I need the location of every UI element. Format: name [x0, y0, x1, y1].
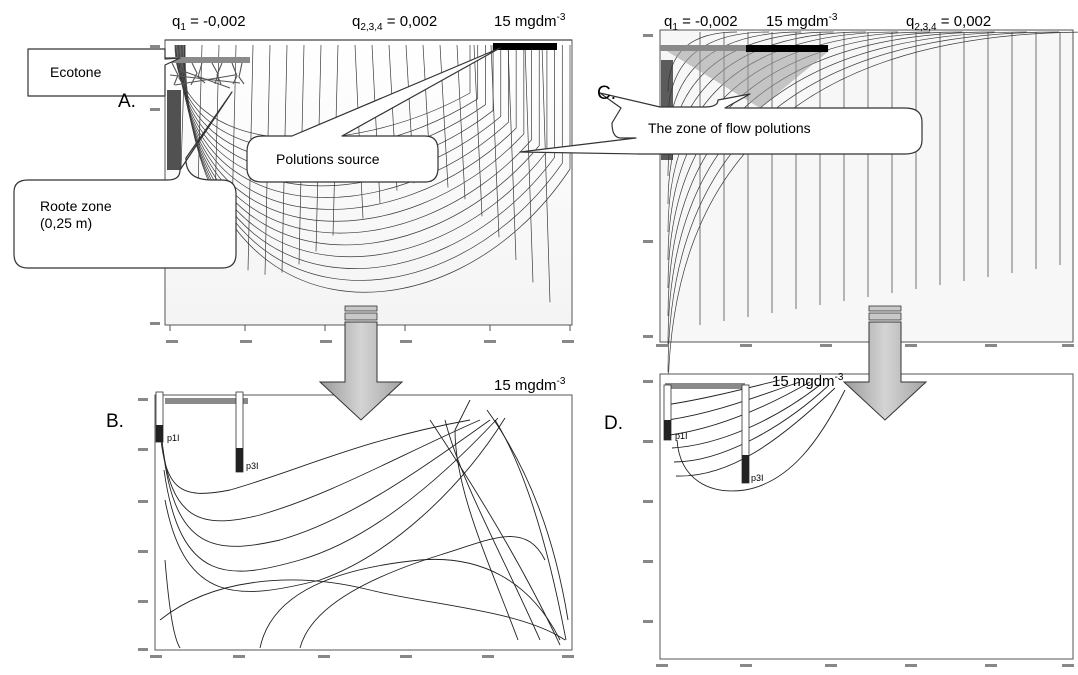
panel-a-flow-net [150, 39, 574, 343]
q-value: = 0,002 [382, 13, 438, 30]
pollution-source-bar-c [746, 45, 828, 52]
well-label-p3-d: p3I [751, 473, 764, 483]
ecotone-bar-b [165, 398, 248, 404]
ecotone-bar-c [660, 45, 748, 51]
source-label-c: 15 mgdm-3 [766, 12, 838, 30]
equipotential [524, 44, 534, 283]
pollution-source-callout-text: Polutions source [276, 151, 380, 167]
streamline [181, 44, 540, 246]
down-arrow-left [318, 305, 404, 421]
q-symbol: q [906, 13, 915, 30]
ecotone-callout-bubble [27, 48, 181, 97]
ecotone-bar-a [165, 57, 250, 63]
q-subscript: 2,3,4 [360, 22, 383, 33]
q-subscript: 2,3,4 [914, 22, 937, 33]
root-zone-line-1: Roote zone [40, 198, 112, 214]
root-zone-line-2: (0,25 m) [40, 215, 93, 231]
well-label-p3-b: p3I [246, 461, 259, 471]
ecotone-callout-text: Ecotone [50, 64, 102, 80]
equipotential [507, 44, 517, 261]
panel-letter-a: A. [118, 91, 136, 112]
panel-letter-d: D. [604, 413, 623, 434]
equipotential [490, 44, 500, 238]
source-value: 15 mgdm [494, 13, 557, 30]
panel-d-isolines [664, 379, 846, 492]
source-label-b: 15 mgdm-3 [494, 376, 566, 394]
down-arrow-right [842, 305, 928, 421]
source-value: 15 mgdm [494, 377, 557, 394]
source-value: 15 mgdm [766, 13, 829, 30]
panel-b-concentration-plot [138, 394, 574, 658]
well-p3-b [235, 391, 244, 473]
well-label-p1-b: p1I [167, 433, 180, 443]
root-zone-callout-text: Roote zone (0,25 m) [40, 198, 112, 232]
source-exponent: -3 [556, 12, 566, 23]
source-label-a: 15 mgdm-3 [494, 12, 566, 30]
equipotential [439, 44, 449, 188]
panel-letter-c: C. [597, 83, 616, 104]
q-subscript: 1 [180, 22, 186, 33]
ecotone-bar-d [665, 383, 745, 389]
well-p1-d [663, 384, 672, 441]
streamline [179, 44, 517, 210]
streamline [180, 44, 525, 222]
pollution-source-bar-a [493, 43, 557, 50]
equipotential [473, 44, 483, 217]
flow-zone-callout-text: The zone of flow polutions [648, 120, 811, 136]
well-p1-b [155, 391, 164, 443]
panel-letter-b: B. [106, 411, 124, 432]
panel-d-concentration-plot [643, 373, 1074, 667]
q-subscript: 1 [672, 22, 678, 33]
streamline [667, 31, 995, 317]
panel-c-flow-net [643, 29, 1078, 401]
well-label-p1-d: p1I [675, 431, 688, 441]
q-symbol: q [172, 13, 181, 30]
source-exponent: -3 [556, 376, 566, 387]
root-zone-callout-bubble [13, 91, 237, 269]
flux-label-q234-a: q2,3,4 = 0,002 [352, 13, 438, 33]
well-p3-d [741, 384, 750, 484]
equipotential [354, 44, 364, 219]
panel-a-axis-ticks [169, 325, 571, 331]
source-exponent: -3 [828, 12, 838, 23]
streamline [180, 44, 532, 234]
flow-zone-callout-bubble [519, 92, 923, 155]
panel-b-isolines [159, 399, 569, 649]
pollution-source-callout-bubble [246, 47, 501, 183]
flux-label-q234-c: q2,3,4 = 0,002 [906, 13, 992, 33]
source-label-d: 15 mgdm-3 [772, 372, 844, 390]
q-symbol: q [352, 13, 361, 30]
q-symbol: q [664, 13, 673, 30]
root-zone-icon [169, 62, 245, 89]
q-value: = -0,002 [677, 13, 738, 30]
q-value: = -0,002 [185, 13, 246, 30]
q-value: = 0,002 [936, 13, 992, 30]
equipotential [541, 44, 551, 303]
source-value: 15 mgdm [772, 373, 835, 390]
flux-label-q1-a: q1 = -0,002 [172, 13, 246, 33]
streamline [183, 44, 563, 281]
source-exponent: -3 [834, 372, 844, 383]
flux-label-q1-c: q1 = -0,002 [664, 13, 738, 33]
